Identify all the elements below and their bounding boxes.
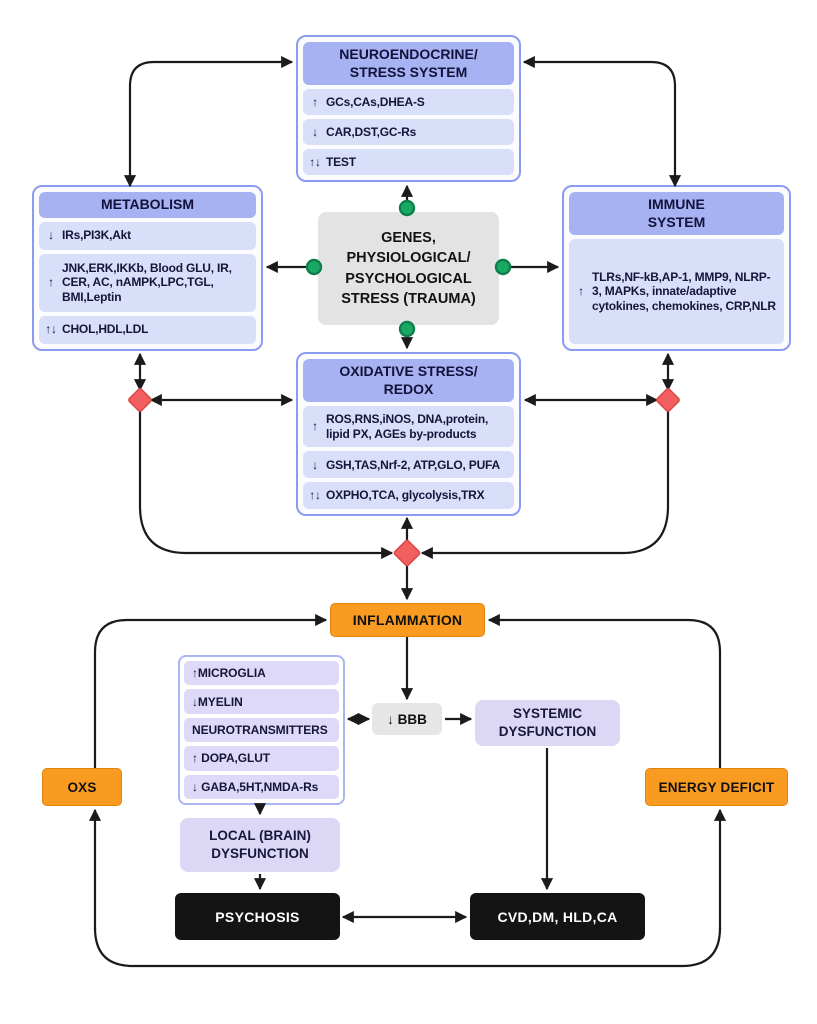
up-arrow-icon: ↑ bbox=[312, 94, 318, 109]
immune-row: ↑ TLRs,NF-kB,AP-1, MMP9, NLRP-3, MAPKs, … bbox=[569, 239, 784, 344]
bbb-box: ↓ BBB bbox=[372, 703, 442, 735]
row-text: OXPHO,TCA, glycolysis,TRX bbox=[326, 488, 485, 503]
row-text: GCs,CAs,DHEA-S bbox=[326, 94, 425, 109]
down-arrow-icon: ↓ bbox=[48, 228, 54, 243]
down-arrow-icon: ↓ bbox=[312, 457, 318, 472]
up-arrow-icon: ↑ bbox=[312, 419, 318, 434]
row-text: GSH,TAS,Nrf-2, ATP,GLO, PUFA bbox=[326, 457, 500, 472]
connector-metabolism-neuroendocrine bbox=[123, 55, 294, 188]
dopa-glut-row: ↑ DOPA,GLUT bbox=[184, 746, 339, 771]
row-text: TEST bbox=[326, 154, 356, 169]
microglia-row: ↑MICROGLIA bbox=[184, 661, 339, 686]
systemic-dysfunction-box: SYSTEMIC DYSFUNCTION bbox=[475, 700, 620, 746]
metabolism-row: ↓ IRs,PI3K,Akt bbox=[39, 221, 256, 250]
up-arrow-icon: ↑ bbox=[578, 284, 584, 299]
psychosis-box: PSYCHOSIS bbox=[175, 893, 340, 940]
up-arrow-icon: ↑ bbox=[48, 275, 54, 290]
oxs-box: OXS bbox=[42, 768, 122, 806]
immune-panel: IMMUNE SYSTEM ↑ TLRs,NF-kB,AP-1, MMP9, N… bbox=[562, 185, 791, 351]
immune-title: IMMUNE SYSTEM bbox=[569, 192, 784, 235]
gaba-5ht-row: ↓ GABA,5HT,NMDA-Rs bbox=[184, 774, 339, 800]
red-diamond-left bbox=[128, 388, 152, 412]
neuroendocrine-panel: NEUROENDOCRINE/ STRESS SYSTEM ↑ GCs,CAs,… bbox=[296, 35, 521, 182]
oxidative-row: ↑↓ OXPHO,TCA, glycolysis,TRX bbox=[303, 482, 514, 510]
neurotransmitters-row: NEUROTRANSMITTERS bbox=[184, 717, 339, 743]
brain-effects-panel: ↑MICROGLIA ↓MYELIN NEUROTRANSMITTERS ↑ D… bbox=[178, 655, 345, 805]
local-brain-dysfunction-box: LOCAL (BRAIN) DYSFUNCTION bbox=[180, 818, 340, 872]
metabolism-title: METABOLISM bbox=[39, 192, 256, 218]
oxidative-row: ↓ GSH,TAS,Nrf-2, ATP,GLO, PUFA bbox=[303, 451, 514, 479]
connector-immune-neuroendocrine bbox=[522, 55, 682, 188]
row-text: CAR,DST,GC-Rs bbox=[326, 124, 417, 139]
row-text: TLRs,NF-kB,AP-1, MMP9, NLRP-3, MAPKs, in… bbox=[592, 269, 776, 313]
inflammation-box: INFLAMMATION bbox=[330, 603, 485, 637]
neuroendocrine-row: ↑ GCs,CAs,DHEA-S bbox=[303, 89, 514, 115]
up-down-arrow-icon: ↑↓ bbox=[309, 154, 321, 169]
genes-stress-trauma-box: GENES, PHYSIOLOGICAL/ PSYCHOLOGICAL STRE… bbox=[318, 212, 499, 325]
cvd-dm-hld-ca-box: CVD,DM, HLD,CA bbox=[470, 893, 645, 940]
down-arrow-icon: ↓ bbox=[312, 124, 318, 139]
row-text: ROS,RNS,iNOS, DNA,protein, lipid PX, AGE… bbox=[326, 412, 489, 441]
red-diamond-right bbox=[656, 388, 680, 412]
up-down-arrow-icon: ↑↓ bbox=[45, 322, 57, 337]
oxidative-stress-panel: OXIDATIVE STRESS/ REDOX ↑ ROS,RNS,iNOS, … bbox=[296, 352, 521, 516]
energy-deficit-box: ENERGY DEFICIT bbox=[645, 768, 788, 806]
oxidative-title: OXIDATIVE STRESS/ REDOX bbox=[303, 359, 514, 402]
row-text: JNK,ERK,IKKb, Blood GLU, IR, CER, AC, nA… bbox=[62, 260, 232, 305]
red-diamond-center bbox=[393, 539, 421, 567]
row-text: IRs,PI3K,Akt bbox=[62, 228, 131, 243]
metabolism-panel: METABOLISM ↓ IRs,PI3K,Akt ↑ JNK,ERK,IKKb… bbox=[32, 185, 263, 351]
neuroendocrine-row: ↑↓ TEST bbox=[303, 149, 514, 175]
neuroendocrine-title: NEUROENDOCRINE/ STRESS SYSTEM bbox=[303, 42, 514, 85]
oxidative-row: ↑ ROS,RNS,iNOS, DNA,protein, lipid PX, A… bbox=[303, 406, 514, 448]
myelin-row: ↓MYELIN bbox=[184, 689, 339, 714]
row-text: CHOL,HDL,LDL bbox=[62, 322, 149, 337]
up-down-arrow-icon: ↑↓ bbox=[309, 488, 321, 503]
metabolism-row: ↑ JNK,ERK,IKKb, Blood GLU, IR, CER, AC, … bbox=[39, 253, 256, 312]
neuroendocrine-row: ↓ CAR,DST,GC-Rs bbox=[303, 119, 514, 145]
metabolism-row: ↑↓ CHOL,HDL,LDL bbox=[39, 315, 256, 345]
